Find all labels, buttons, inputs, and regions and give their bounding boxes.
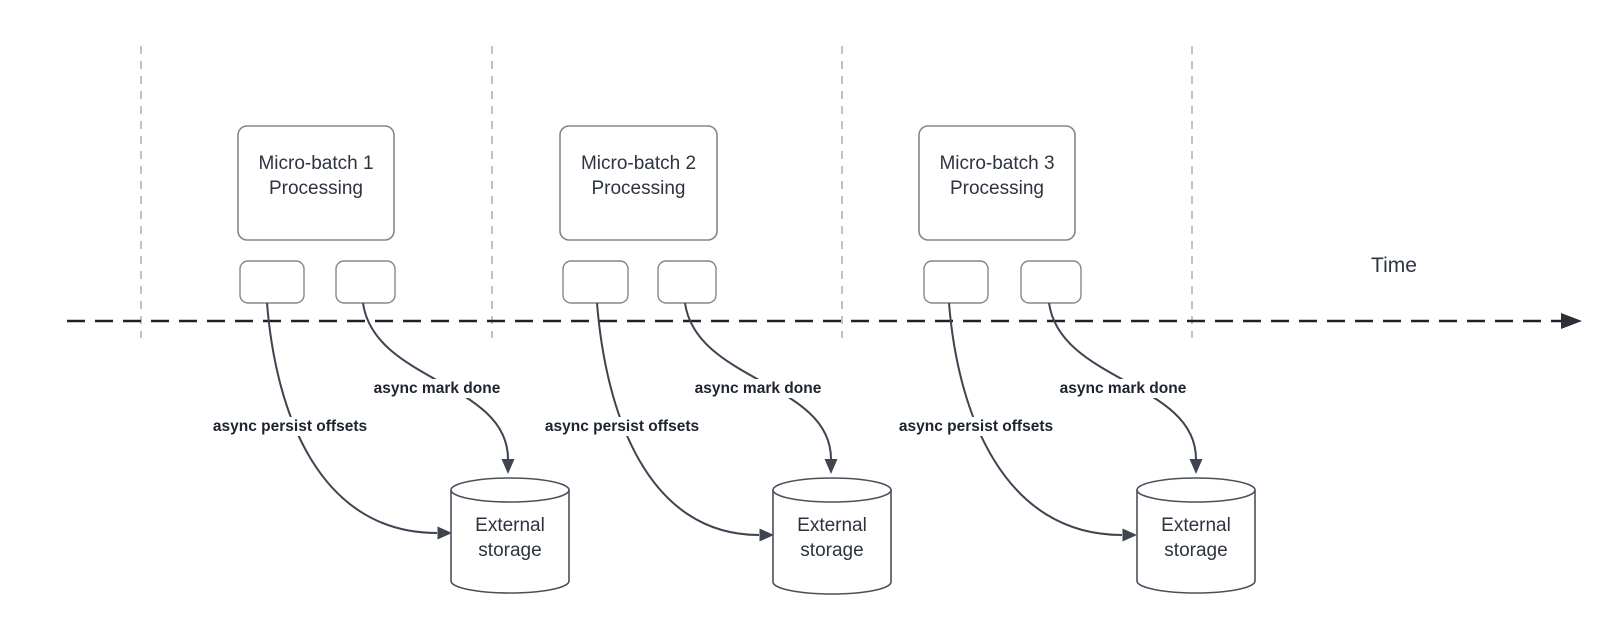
batch-2-storage-cylinder bbox=[772, 477, 892, 595]
batch-3-storage-cylinder bbox=[1136, 477, 1256, 594]
batch-3-persist-arrowhead-icon bbox=[1122, 528, 1137, 542]
batch-2-storage-cylinder-lip bbox=[772, 489, 892, 503]
batch-1-subtask-left-box bbox=[239, 260, 305, 304]
batch-1-storage-cylinder bbox=[450, 477, 570, 594]
micro-batch-2-box bbox=[559, 125, 718, 241]
batch-3-persist-label: async persist offsets bbox=[895, 417, 1057, 436]
batch-2-persist-label: async persist offsets bbox=[541, 417, 703, 436]
batch-3-subtask-right-box bbox=[1020, 260, 1082, 304]
timeline-arrowhead-icon bbox=[1561, 313, 1582, 329]
batch-1-persist-label: async persist offsets bbox=[209, 417, 371, 436]
batch-2-subtask-left-box bbox=[562, 260, 629, 304]
batch-1-storage-cylinder-lip bbox=[450, 489, 570, 503]
time-axis-label: Time bbox=[1371, 254, 1417, 277]
batch-2-subtask-right-box bbox=[657, 260, 717, 304]
micro-batch-3-box bbox=[918, 125, 1076, 241]
batch-2-persist-arrowhead-icon bbox=[759, 528, 774, 542]
batch-3-mark-done-label: async mark done bbox=[1056, 379, 1190, 398]
batch-3-persist-arrow bbox=[948, 302, 1123, 536]
batch-2-persist-arrow bbox=[596, 302, 760, 536]
batch-2-mark-done-arrowhead-icon bbox=[824, 459, 838, 474]
micro-batch-1-box bbox=[237, 125, 395, 241]
batch-2-mark-done-label: async mark done bbox=[691, 379, 825, 398]
batch-3-mark-done-arrowhead-icon bbox=[1189, 459, 1203, 474]
batch-3-subtask-left-box bbox=[923, 260, 989, 304]
batch-1-mark-done-label: async mark done bbox=[370, 379, 504, 398]
batch-1-persist-arrowhead-icon bbox=[437, 526, 452, 540]
batch-1-subtask-right-box bbox=[335, 260, 396, 304]
batch-1-persist-arrow bbox=[266, 302, 438, 534]
batch-3-storage-cylinder-lip bbox=[1136, 489, 1256, 503]
batch-1-mark-done-arrowhead-icon bbox=[501, 459, 515, 474]
